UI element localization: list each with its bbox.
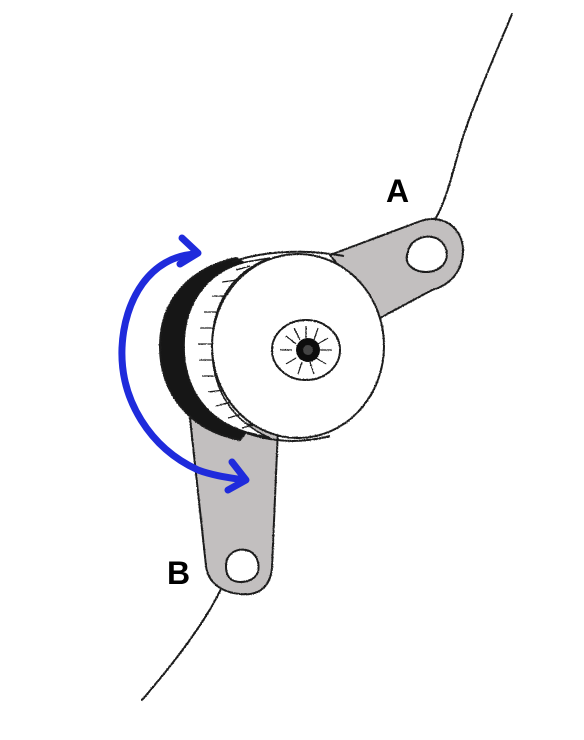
wheel-top-edge (231, 250, 345, 263)
wheel-bottom-edge (243, 431, 331, 442)
hub-spokes (280, 326, 332, 375)
arrow-head-top (176, 234, 202, 268)
arm-b-hole (224, 548, 260, 583)
arm-b (189, 417, 279, 596)
label-b: B (167, 555, 191, 591)
arm-a-hole (405, 235, 448, 273)
rotation-arrow (118, 234, 250, 494)
wheel-hub (271, 319, 341, 381)
label-a: A (386, 173, 410, 209)
arrow-head-bottom (224, 458, 250, 494)
